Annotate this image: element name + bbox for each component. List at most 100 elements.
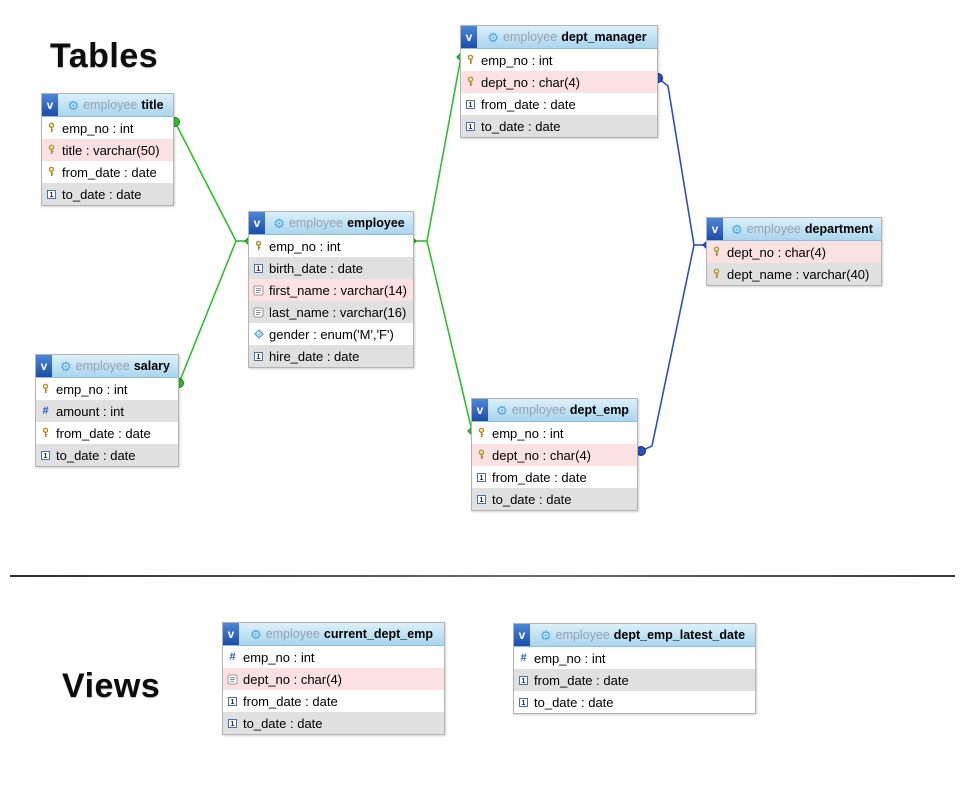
numeric-icon: # bbox=[520, 651, 527, 664]
date-icon: 1 bbox=[226, 718, 239, 728]
column-row[interactable]: from_date : date bbox=[42, 161, 173, 183]
numeric-icon: # bbox=[229, 650, 236, 663]
column-row[interactable]: title : varchar(50) bbox=[42, 139, 173, 161]
column-label: hire_date : date bbox=[269, 348, 360, 364]
column-label: to_date : date bbox=[62, 186, 142, 202]
column-label: to_date : date bbox=[481, 118, 561, 134]
gear-icon[interactable]: ⚙ bbox=[731, 222, 743, 236]
key-icon bbox=[45, 144, 58, 156]
column-label: from_date : date bbox=[534, 672, 629, 688]
schema-name: employee bbox=[83, 98, 138, 112]
enum-icon bbox=[252, 329, 265, 339]
gear-icon[interactable]: ⚙ bbox=[250, 627, 262, 641]
key-icon bbox=[464, 76, 477, 88]
schema-name: employee bbox=[555, 628, 610, 642]
date-icon: 1 bbox=[517, 697, 530, 707]
column-row[interactable]: dept_no : char(4) bbox=[707, 241, 881, 263]
column-row[interactable]: dept_no : char(4) bbox=[461, 71, 657, 93]
column-row[interactable]: emp_no : int bbox=[249, 235, 413, 257]
gear-icon[interactable]: ⚙ bbox=[539, 628, 552, 642]
table-name: title bbox=[141, 98, 164, 112]
column-label: dept_no : char(4) bbox=[727, 244, 827, 260]
column-row[interactable]: #emp_no : int bbox=[514, 647, 755, 669]
date-icon: 1 bbox=[252, 351, 265, 361]
relation-line-deptemp-department bbox=[640, 244, 695, 452]
key-icon bbox=[710, 246, 723, 258]
column-row[interactable]: dept_no : char(4) bbox=[472, 444, 637, 466]
date-icon: 1 bbox=[464, 121, 477, 131]
column-row[interactable]: dept_name : varchar(40) bbox=[707, 263, 881, 285]
table-name: salary bbox=[133, 359, 170, 373]
table-name: employee bbox=[347, 216, 405, 230]
gear-icon[interactable]: ⚙ bbox=[496, 403, 508, 417]
gear-icon[interactable]: ⚙ bbox=[59, 359, 72, 373]
table-name: department bbox=[804, 222, 873, 236]
column-row[interactable]: 1 hire_date : date bbox=[249, 345, 413, 367]
column-row[interactable]: emp_no : int bbox=[42, 117, 173, 139]
relation-line-deptmanager-department bbox=[657, 77, 695, 246]
column-row[interactable]: emp_no : int bbox=[461, 49, 657, 71]
column-row[interactable]: #amount : int bbox=[36, 400, 178, 422]
key-icon bbox=[475, 427, 488, 439]
tables-section-heading: Tables bbox=[50, 36, 159, 75]
relation-line-salary-employee bbox=[178, 240, 237, 384]
column-row[interactable]: 1 to_date : date bbox=[461, 115, 657, 137]
view-name: dept_emp_latest_date bbox=[613, 628, 746, 642]
gear-icon[interactable]: ⚙ bbox=[273, 216, 285, 230]
column-row[interactable]: first_name : varchar(14) bbox=[249, 279, 413, 301]
schema-name: employee bbox=[503, 30, 558, 44]
date-icon: 1 bbox=[475, 472, 488, 482]
relation-line-title-employee bbox=[174, 121, 237, 242]
column-row[interactable]: emp_no : int bbox=[472, 422, 637, 444]
key-icon bbox=[475, 449, 488, 461]
column-row[interactable]: from_date : date bbox=[36, 422, 178, 444]
column-row[interactable]: #emp_no : int bbox=[223, 646, 444, 668]
text-icon bbox=[252, 307, 265, 318]
column-label: emp_no : int bbox=[269, 238, 341, 254]
key-icon bbox=[252, 240, 265, 252]
column-row[interactable]: dept_no : char(4) bbox=[223, 668, 444, 690]
gear-icon[interactable]: ⚙ bbox=[67, 98, 80, 112]
column-row[interactable]: 1 from_date : date bbox=[472, 466, 637, 488]
relation-line-deptmanager-employee bbox=[426, 56, 462, 242]
column-label: from_date : date bbox=[492, 469, 587, 485]
key-icon bbox=[464, 54, 477, 66]
table-name: dept_manager bbox=[561, 30, 647, 44]
view-badge-icon: v bbox=[42, 94, 58, 116]
gear-icon[interactable]: ⚙ bbox=[487, 30, 499, 44]
column-row[interactable]: gender : enum('M','F') bbox=[249, 323, 413, 345]
column-row[interactable]: emp_no : int bbox=[36, 378, 178, 400]
text-icon bbox=[226, 674, 239, 685]
column-label: emp_no : int bbox=[481, 52, 553, 68]
column-label: emp_no : int bbox=[62, 120, 134, 136]
column-row[interactable]: last_name : varchar(16) bbox=[249, 301, 413, 323]
schema-name: employee bbox=[265, 627, 320, 641]
